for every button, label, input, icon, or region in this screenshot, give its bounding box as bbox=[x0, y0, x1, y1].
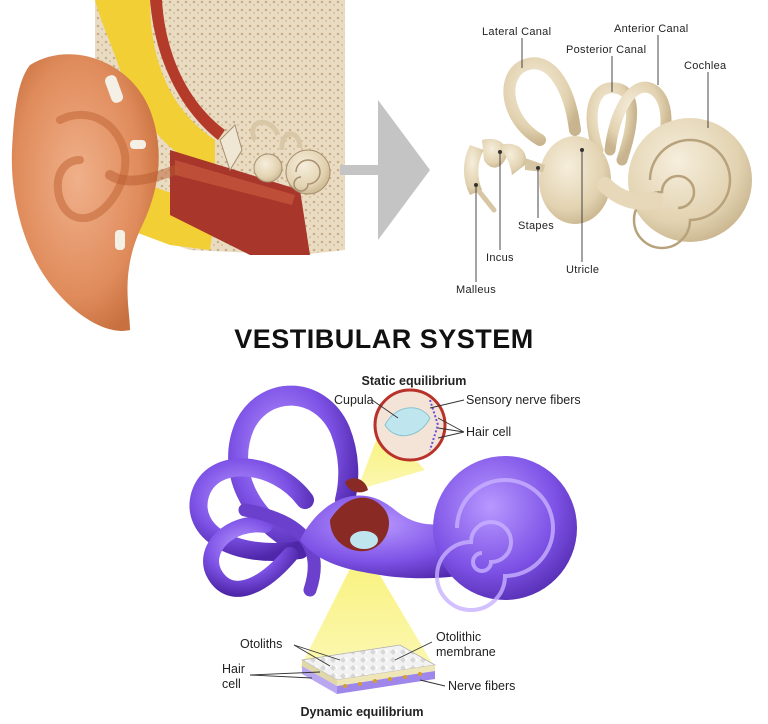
label-sensory-nerve-fibers: Sensory nerve fibers bbox=[466, 393, 581, 407]
dynamic-equilibrium-heading: Dynamic equilibrium bbox=[301, 705, 424, 719]
page-title: VESTIBULAR SYSTEM bbox=[234, 324, 534, 354]
label-nerve-fibers: Nerve fibers bbox=[448, 679, 515, 693]
purple-labyrinth bbox=[189, 385, 577, 612]
label-utricle: Utricle bbox=[566, 264, 599, 276]
top-leaders bbox=[474, 35, 709, 282]
label-stapes: Stapes bbox=[518, 220, 554, 232]
otolith-block bbox=[300, 644, 437, 694]
label-lateral-canal: Lateral Canal bbox=[482, 26, 551, 38]
outer-ear-illustration bbox=[11, 0, 345, 331]
label-otoliths: Otoliths bbox=[240, 637, 282, 651]
label-hair-line1: Hair bbox=[222, 662, 245, 676]
bottom-leaders bbox=[249, 399, 465, 687]
static-spotlight bbox=[357, 425, 425, 490]
label-otolithic-line1: Otolithic bbox=[436, 630, 481, 644]
label-incus: Incus bbox=[486, 252, 514, 264]
label-hair-line2: cell bbox=[222, 677, 241, 691]
cupula-zoom bbox=[373, 388, 447, 462]
label-hair-cell-top: Hair cell bbox=[466, 425, 511, 439]
dynamic-spotlight bbox=[300, 545, 435, 668]
label-cochlea: Cochlea bbox=[684, 60, 727, 72]
label-cupula: Cupula bbox=[334, 393, 374, 407]
label-posterior-canal: Posterior Canal bbox=[566, 44, 646, 56]
transition-arrow-icon bbox=[340, 100, 430, 240]
label-otolithic-line2: membrane bbox=[436, 645, 496, 659]
label-anterior-canal: Anterior Canal bbox=[614, 23, 689, 35]
static-equilibrium-heading: Static equilibrium bbox=[362, 374, 467, 388]
inner-ear-anatomy bbox=[464, 57, 752, 250]
label-malleus: Malleus bbox=[456, 284, 496, 296]
